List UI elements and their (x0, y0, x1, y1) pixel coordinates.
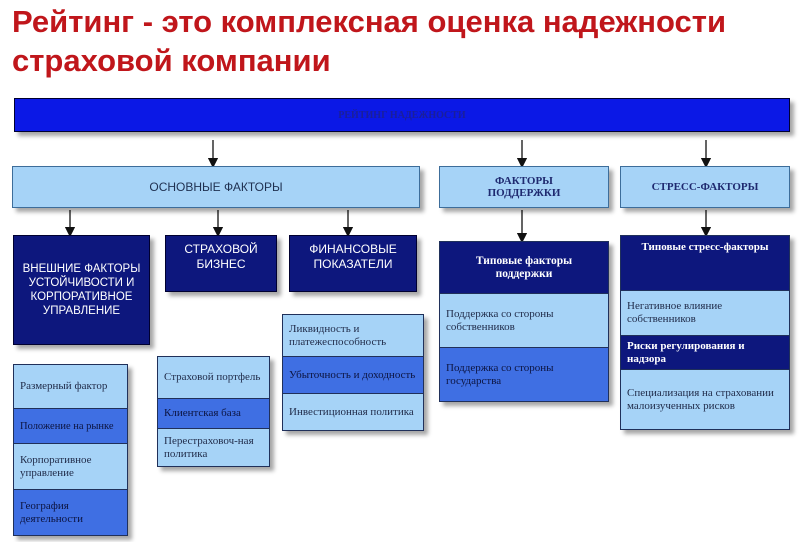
list-item: Клиентская база (158, 399, 269, 429)
external-factors-label: ВНЕШНИЕ ФАКТОРЫ УСТОЙЧИВОСТИ И КОРПОРАТИ… (22, 263, 141, 317)
list-item: Перестраховоч-ная политика (158, 429, 269, 466)
list-item: Корпоративное управление (14, 444, 127, 490)
insurance-business-list: Страховой портфель Клиентская база Перес… (157, 356, 270, 467)
rating-banner-label: РЕЙТИНГ НАДЕЖНОСТИ (338, 109, 466, 121)
insurance-business-box: СТРАХОВОЙ БИЗНЕС (165, 235, 277, 292)
page-title: Рейтинг - это комплексная оценка надежно… (12, 4, 726, 78)
list-item: Ликвидность и платежеспособность (283, 315, 423, 357)
list-item: Инвестиционная политика (283, 394, 423, 430)
stress-factors-list: Типовые стресс-факторы Негативное влияни… (620, 235, 790, 430)
main-factors-box: ОСНОВНЫЕ ФАКТОРЫ (12, 166, 420, 208)
stress-factors-box: СТРЕСС-ФАКТОРЫ (620, 166, 790, 208)
external-factors-list: Размерный фактор Положение на рынке Корп… (13, 364, 128, 536)
financial-indicators-list: Ликвидность и платежеспособность Убыточн… (282, 314, 424, 431)
main-factors-label: ОСНОВНЫЕ ФАКТОРЫ (149, 180, 283, 194)
list-item: Размерный фактор (14, 365, 127, 409)
financial-indicators-label: ФИНАНСОВЫЕ ПОКАЗАТЕЛИ (309, 242, 397, 271)
external-factors-box: ВНЕШНИЕ ФАКТОРЫ УСТОЙЧИВОСТИ И КОРПОРАТИ… (13, 235, 150, 345)
financial-indicators-box: ФИНАНСОВЫЕ ПОКАЗАТЕЛИ (289, 235, 417, 292)
list-item: Положение на рынке (14, 409, 127, 444)
list-item: Специализация на страховании малоизученн… (621, 370, 789, 429)
list-item: Риски регулирования и надзора (621, 336, 789, 370)
list-item: Негативное влияние собственников (621, 291, 789, 336)
list-item: Поддержка со стороны собственников (440, 294, 608, 348)
rating-banner: РЕЙТИНГ НАДЕЖНОСТИ (14, 98, 790, 132)
support-types-header: Типовые факторы поддержки (440, 242, 608, 294)
stress-types-header: Типовые стресс-факторы (621, 236, 789, 291)
support-factors-list: Типовые факторы поддержки Поддержка со с… (439, 241, 609, 402)
list-item: Поддержка со стороны государства (440, 348, 608, 401)
support-factors-box: ФАКТОРЫ ПОДДЕРЖКИ (439, 166, 609, 208)
list-item: Страховой портфель (158, 357, 269, 399)
support-factors-label: ФАКТОРЫ ПОДДЕРЖКИ (487, 175, 561, 199)
list-item: Убыточность и доходность (283, 357, 423, 394)
insurance-business-label: СТРАХОВОЙ БИЗНЕС (184, 242, 258, 271)
stress-factors-label: СТРЕСС-ФАКТОРЫ (651, 181, 759, 193)
list-item: География деятельности (14, 490, 127, 535)
